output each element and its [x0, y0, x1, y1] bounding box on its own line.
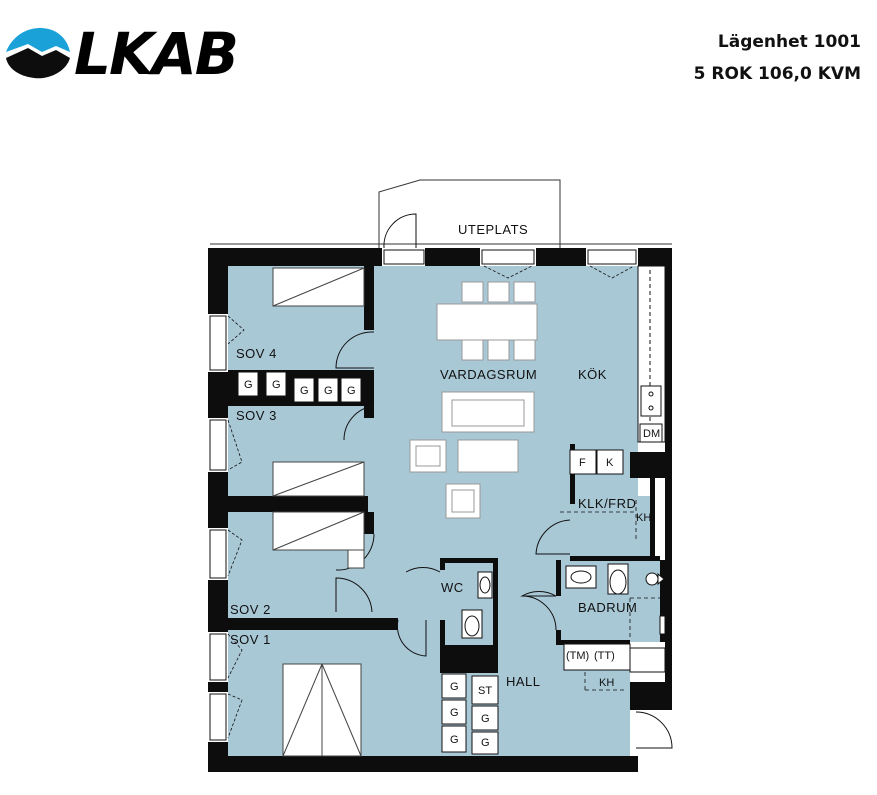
- label-tm: (TM): [566, 650, 589, 662]
- window-swings: [227, 265, 635, 739]
- uteplats-outline: [378, 179, 561, 248]
- label-klk-frd: KLK/FRD: [578, 496, 636, 511]
- wardrobes: [237, 371, 666, 755]
- label-g: G: [481, 713, 490, 725]
- walls: [208, 248, 672, 772]
- label-sov3: SOV 3: [236, 408, 277, 423]
- label-g: G: [450, 734, 459, 746]
- label-g: G: [324, 385, 333, 397]
- label-sov2: SOV 2: [230, 602, 271, 617]
- label-g: G: [450, 681, 459, 693]
- beds: [272, 267, 365, 757]
- wc-fixtures: [461, 571, 493, 639]
- label-sov4: SOV 4: [236, 346, 277, 361]
- label-g: G: [272, 379, 281, 391]
- label-vardagsrum: VARDAGSRUM: [440, 367, 537, 382]
- label-kok: KÖK: [578, 367, 607, 382]
- logo-wordmark: LKAB: [74, 20, 239, 88]
- label-g: G: [481, 737, 490, 749]
- label-hall: HALL: [506, 674, 541, 689]
- label-kh: KH: [599, 677, 614, 689]
- label-uteplats: UTEPLATS: [458, 222, 528, 237]
- door-swings: [335, 213, 673, 749]
- label-k: K: [606, 457, 614, 469]
- fridge-freezer: [569, 449, 624, 475]
- label-badrum: BADRUM: [578, 600, 637, 615]
- label-sov1: SOV 1: [230, 632, 271, 647]
- apartment-size: 5 ROK 106,0 KVM: [693, 64, 861, 84]
- living-furniture: [409, 281, 538, 519]
- label-kh: KH: [636, 512, 651, 524]
- label-dm: DM: [643, 428, 660, 440]
- label-g: G: [347, 385, 356, 397]
- kitchen-counter: [637, 265, 666, 443]
- logo-mountain-icon: [6, 28, 70, 79]
- label-tt: (TT): [594, 650, 615, 662]
- label-f: F: [579, 457, 586, 469]
- windows: [209, 249, 637, 741]
- label-wc: WC: [441, 580, 464, 595]
- label-g: G: [244, 379, 253, 391]
- label-g: G: [450, 707, 459, 719]
- label-g: G: [300, 385, 309, 397]
- bathroom-fixtures: [565, 563, 666, 635]
- dashed-lines: [560, 500, 660, 691]
- apartment-title: Lägenhet 1001: [717, 32, 861, 52]
- label-st: ST: [478, 685, 492, 697]
- lkab-logo: LKAB: [4, 20, 239, 88]
